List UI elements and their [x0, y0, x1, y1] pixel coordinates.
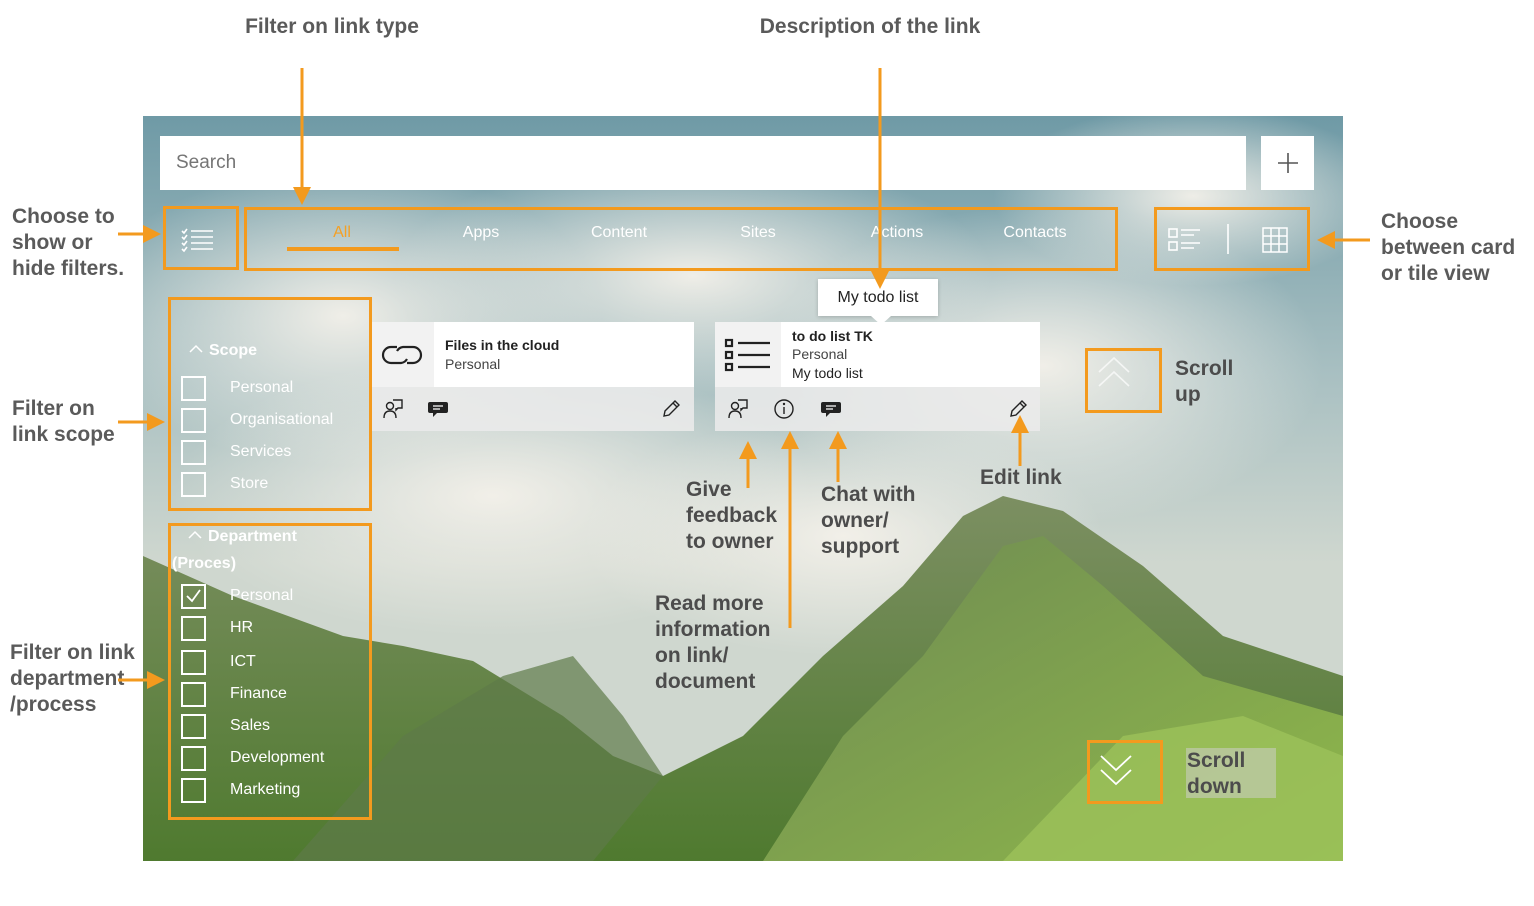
scope-heading: Scope [209, 342, 258, 359]
check-icon [186, 589, 201, 603]
card-view-icon [1168, 228, 1200, 251]
scope-organisational-label: Organisational [230, 411, 334, 428]
department-finance-checkbox[interactable] [181, 682, 206, 707]
tab-actions[interactable]: Actions [870, 224, 924, 241]
toggle-filters-button[interactable] [180, 226, 216, 256]
link-card[interactable]: to do list TK Personal My todo list [715, 322, 1040, 387]
card-icon-area [372, 322, 434, 387]
feedback-icon[interactable] [382, 398, 404, 420]
highlight-scroll-up [1085, 348, 1162, 413]
scope-organisational-checkbox[interactable] [181, 408, 206, 433]
highlight-scope [168, 297, 372, 511]
scope-store-checkbox[interactable] [181, 472, 206, 497]
card-action-bar [715, 387, 1040, 431]
department-ict-checkbox[interactable] [181, 650, 206, 675]
search-input[interactable] [160, 136, 1246, 190]
department-marketing-label: Marketing [230, 781, 301, 798]
annotation-filter-type: Filter on link type [245, 15, 419, 38]
tab-apps[interactable]: Apps [462, 224, 500, 241]
chevron-up-icon[interactable] [187, 528, 203, 542]
highlight-tabs [244, 207, 1118, 271]
chat-icon[interactable] [427, 398, 449, 420]
checklist-icon [181, 228, 213, 253]
department-heading-sub: (Proces) [172, 555, 237, 572]
tooltip-arrow [871, 316, 891, 325]
plus-icon [1277, 153, 1298, 173]
card-icon-area [715, 322, 781, 387]
edit-icon[interactable] [660, 398, 682, 420]
annotation-edit: Edit link [980, 466, 1062, 489]
department-ict-label: ICT [230, 653, 256, 670]
link-icon [381, 345, 423, 365]
highlight-department [168, 523, 372, 820]
department-personal-checkbox[interactable] [181, 584, 206, 609]
tab-all[interactable]: All [333, 224, 351, 241]
department-development-checkbox[interactable] [181, 746, 206, 771]
scope-services-label: Services [230, 443, 292, 460]
annotation-card-tile: Choose between card or tile view [1381, 210, 1516, 285]
scope-personal-label: Personal [230, 379, 294, 396]
double-chevron-down-icon [1100, 755, 1132, 786]
card-subtitle: Personal [792, 346, 848, 362]
scope-store-label: Store [230, 475, 269, 492]
scroll-down-button[interactable] [1098, 748, 1134, 792]
feedback-icon[interactable] [727, 398, 749, 420]
active-tab-indicator [287, 247, 399, 251]
tab-sites[interactable]: Sites [740, 224, 776, 241]
card-view-button[interactable] [1167, 226, 1203, 254]
department-finance-label: Finance [230, 685, 287, 702]
annotation-scroll-down: Scroll down [1187, 749, 1246, 798]
list-icon [724, 338, 770, 372]
annotation-feedback: Give feedback to owner [686, 478, 778, 553]
link-card[interactable]: Files in the cloud Personal [372, 322, 694, 387]
department-development-label: Development [230, 749, 325, 766]
highlight-view-toggle [1154, 207, 1310, 271]
highlight-filter-toggle [163, 206, 239, 270]
info-icon[interactable] [773, 398, 795, 420]
view-divider [1227, 224, 1229, 254]
department-personal-label: Personal [230, 587, 294, 604]
department-marketing-checkbox[interactable] [181, 778, 206, 803]
scroll-up-button[interactable] [1096, 354, 1132, 390]
landscape-background [143, 116, 1343, 861]
card-description: My todo list [792, 365, 863, 381]
tile-view-button[interactable] [1261, 226, 1289, 254]
chat-icon[interactable] [820, 398, 842, 420]
edit-icon[interactable] [1007, 398, 1029, 420]
department-hr-label: HR [230, 619, 254, 636]
chevron-up-icon[interactable] [188, 342, 204, 356]
scope-personal-checkbox[interactable] [181, 376, 206, 401]
app-screen: All Apps Content Sites Actions Contacts … [143, 116, 1343, 861]
card-title: to do list TK [792, 328, 873, 344]
scope-services-checkbox[interactable] [181, 440, 206, 465]
description-tooltip: My todo list [818, 279, 938, 316]
department-hr-checkbox[interactable] [181, 616, 206, 641]
annotation-description: Description of the link [759, 15, 981, 38]
annotation-chat: Chat with owner/ support [821, 483, 916, 558]
annotation-scroll-up: Scroll up [1175, 357, 1234, 406]
annotation-scope: Filter on link scope [12, 397, 115, 446]
card-title: Files in the cloud [445, 337, 560, 353]
tab-content[interactable]: Content [590, 224, 648, 241]
department-heading: Department [208, 528, 297, 545]
annotation-read-more: Read more information on link/ document [655, 592, 771, 693]
double-chevron-up-icon [1098, 356, 1130, 387]
card-action-bar [372, 387, 694, 431]
highlight-scroll-down [1087, 740, 1163, 804]
annotation-department: Filter on link department /process [10, 641, 135, 716]
card-subtitle: Personal [445, 356, 501, 372]
grid-icon [1262, 227, 1288, 253]
annotation-show-filters: Choose to show or hide filters. [12, 205, 125, 280]
add-button[interactable] [1261, 136, 1314, 190]
scroll-down-label-bg [1186, 748, 1276, 798]
department-sales-label: Sales [230, 717, 271, 734]
tab-contacts[interactable]: Contacts [1003, 224, 1067, 241]
department-sales-checkbox[interactable] [181, 714, 206, 739]
